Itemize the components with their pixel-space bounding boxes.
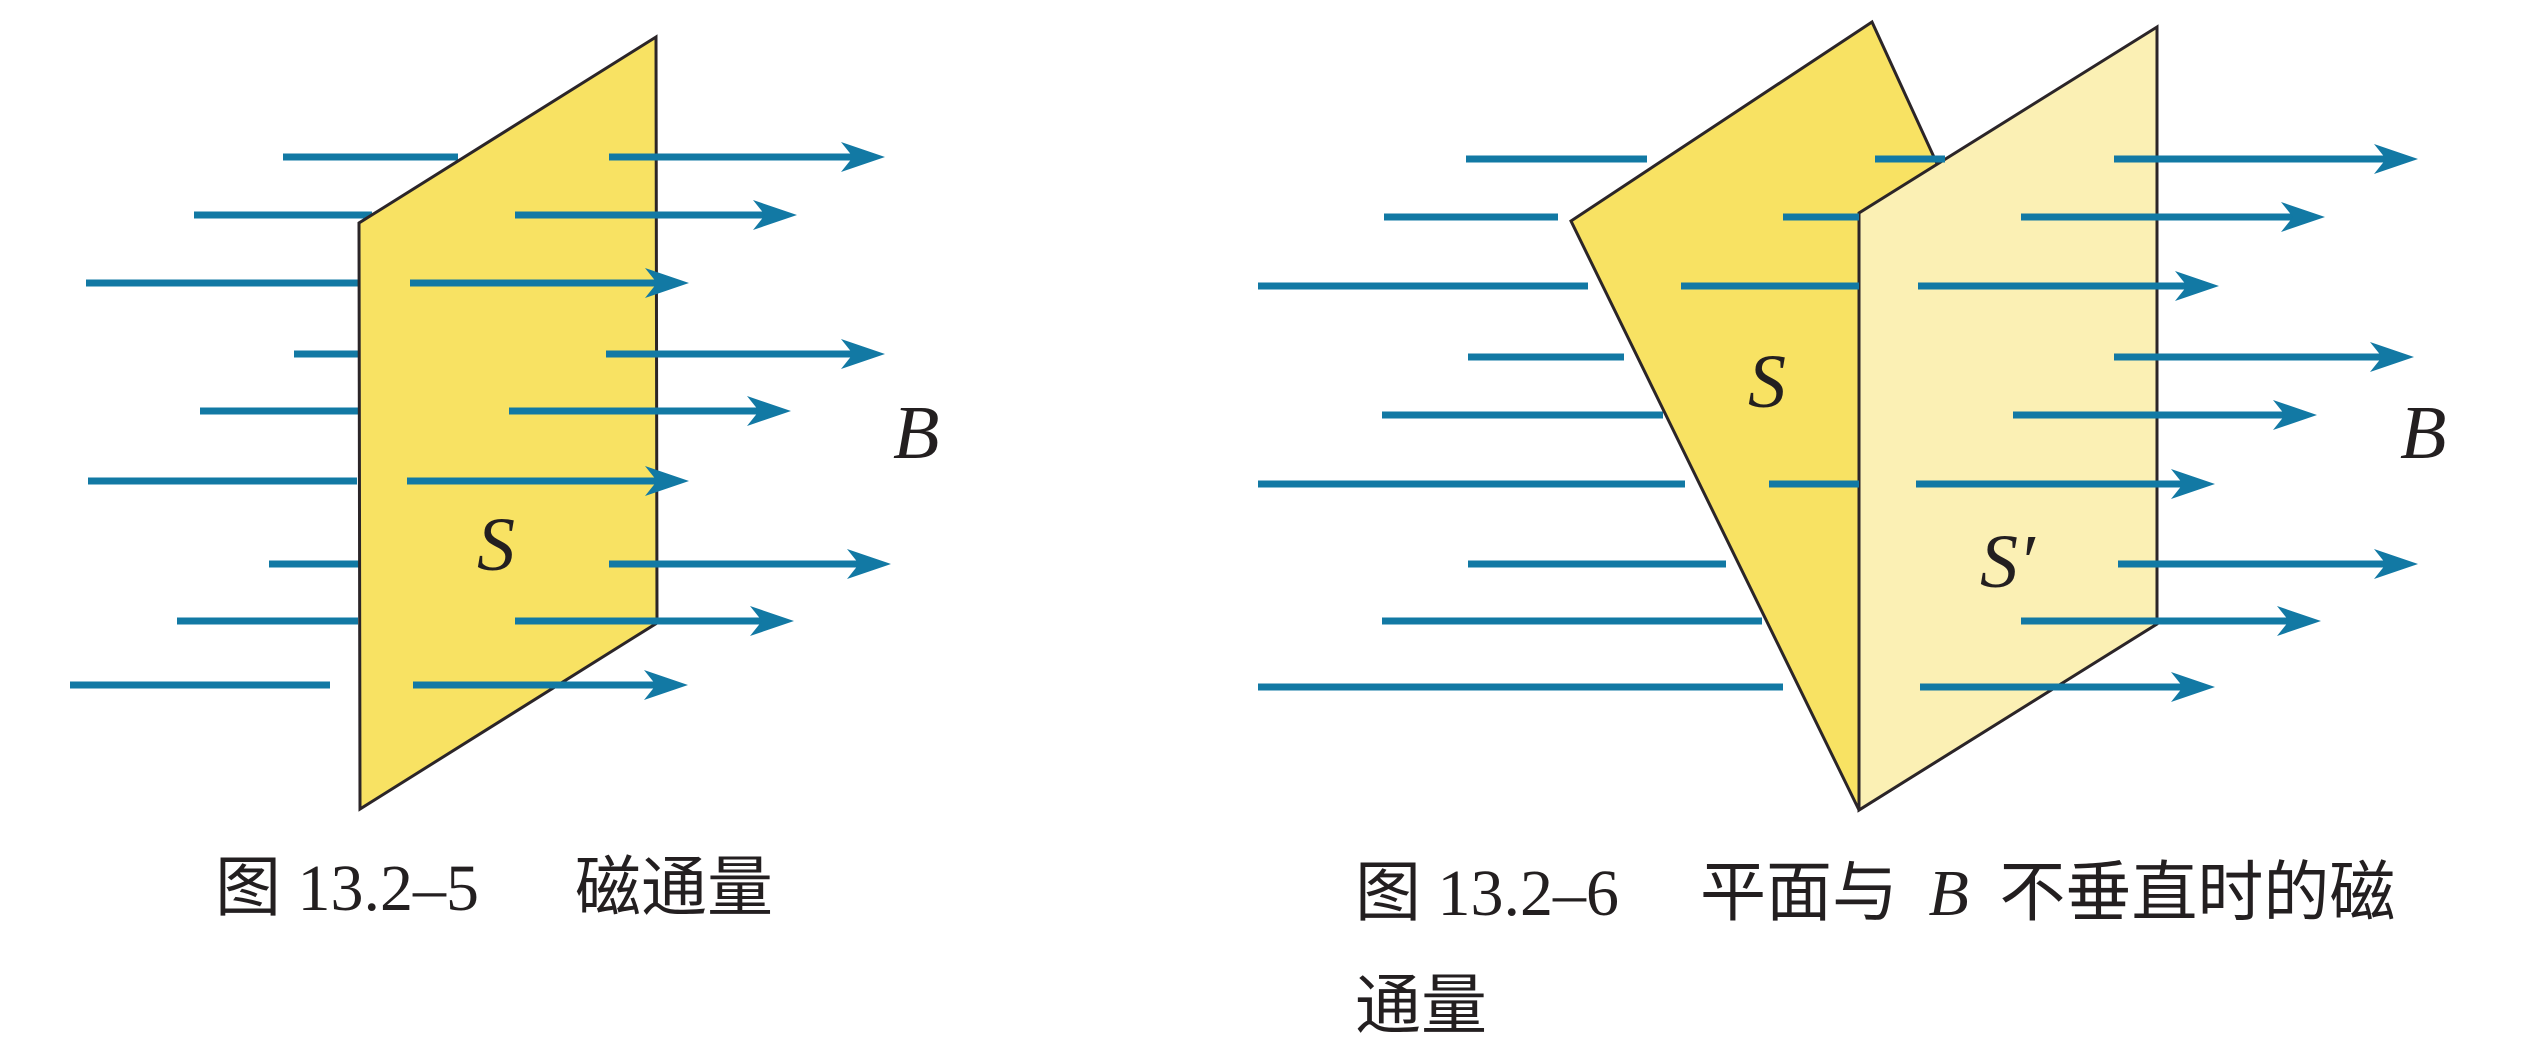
- arrowhead-icon: [753, 200, 797, 230]
- arrowhead-icon: [2374, 144, 2418, 174]
- arrowhead-icon: [2171, 469, 2215, 499]
- arrowhead-icon: [841, 339, 885, 369]
- plane-s-prime-label: S′: [1980, 520, 2036, 604]
- arrowhead-icon: [645, 466, 689, 496]
- caption-right-part2: B: [1929, 857, 1969, 930]
- caption-right-number: 图 13.2–6: [1355, 857, 1619, 930]
- arrowhead-icon: [750, 606, 794, 636]
- caption-right: 图 13.2–6 平面与 B 不垂直时的磁 通量: [1355, 857, 2412, 1043]
- arrowhead-icon: [2277, 606, 2321, 636]
- plane-s-tilted-label: S: [1748, 340, 1786, 424]
- field-lines-left: [407, 142, 891, 700]
- field-lines-right-behind: [1258, 155, 1783, 691]
- caption-left-text: 磁通量: [575, 852, 773, 925]
- figure-13-2-6: S S′ B 图 13.2–6 平面与 B 不垂直时的磁 通量: [1258, 19, 2446, 1043]
- caption-right-part1: 平面与: [1700, 857, 1898, 930]
- arrowhead-icon: [2281, 202, 2325, 232]
- figure-13-2-5: S B 图 13.2–5 磁通量: [70, 34, 939, 925]
- plane-s: [357, 34, 659, 812]
- arrowhead-icon: [847, 549, 891, 579]
- arrowhead-icon: [2273, 400, 2317, 430]
- plane-s-label: S: [477, 503, 515, 587]
- plane-s-prime: [1857, 24, 2159, 813]
- caption-left-number: 图 13.2–5: [215, 852, 479, 925]
- arrowhead-icon: [644, 670, 688, 700]
- field-lines-right: [1681, 144, 2418, 702]
- arrowhead-icon: [645, 268, 689, 298]
- field-b-label-left: B: [893, 391, 939, 475]
- arrowhead-icon: [2370, 342, 2414, 372]
- arrowhead-icon: [841, 142, 885, 172]
- caption-right-line2: 通量: [1355, 970, 1487, 1043]
- arrowhead-icon: [2171, 672, 2215, 702]
- field-lines-left-behind: [70, 153, 458, 689]
- arrowhead-icon: [2374, 549, 2418, 579]
- arrowhead-icon: [747, 396, 791, 426]
- field-b-label-right: B: [2400, 391, 2446, 475]
- caption-right-part3: 不垂直时的磁: [1999, 857, 2395, 930]
- caption-left: 图 13.2–5 磁通量: [215, 852, 773, 925]
- arrowhead-icon: [2175, 271, 2219, 301]
